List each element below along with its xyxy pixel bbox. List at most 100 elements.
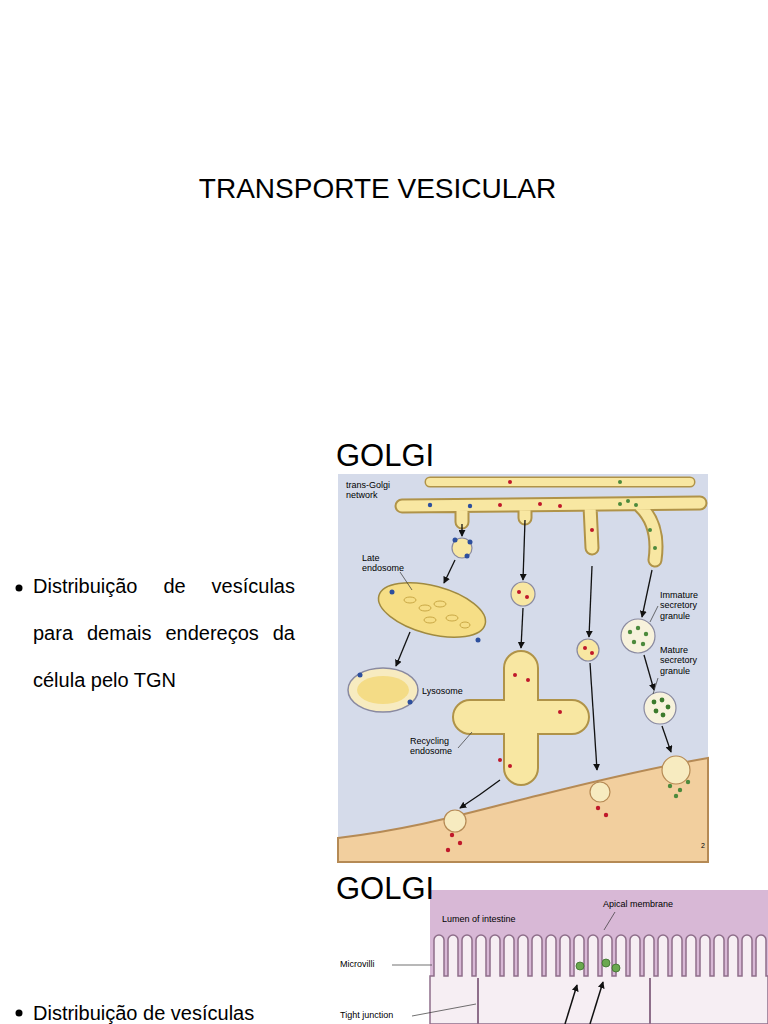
- art-shape: [590, 528, 594, 532]
- art-shape: [618, 480, 622, 484]
- art-shape: [446, 615, 458, 621]
- section-heading: GOLGI: [336, 870, 434, 907]
- art-shape: [653, 678, 658, 694]
- page-number: 2: [701, 842, 705, 850]
- art-shape: [604, 912, 615, 930]
- microvilli-shape: [430, 935, 768, 1024]
- art-shape: [521, 608, 523, 648]
- art-shape: [523, 520, 525, 580]
- art-shape: [470, 668, 572, 768]
- art-shape: [392, 965, 432, 966]
- art-shape: [412, 1004, 476, 1016]
- art-shape: [357, 676, 409, 704]
- art-shape: [511, 582, 535, 606]
- part-label: trans-Golgi network: [346, 480, 398, 501]
- part-label: Mature secretory granule: [660, 645, 706, 676]
- art-shape: [396, 520, 671, 808]
- art-shape: [390, 590, 395, 595]
- art-shape: [508, 480, 512, 484]
- art-shape: [517, 590, 521, 594]
- part-label: Immature secretory granule: [660, 590, 706, 621]
- art-shape: [538, 502, 542, 506]
- slide-title: TRANSPORTE VESICULAR: [0, 172, 755, 206]
- art-shape: [458, 732, 472, 748]
- art-shape: [590, 982, 603, 1024]
- art-shape: [460, 780, 500, 808]
- part-label: Lysosome: [422, 686, 463, 696]
- art-shape: [626, 499, 630, 503]
- art-shape: [650, 606, 658, 622]
- art-shape: [644, 692, 676, 724]
- golgi-illustration: [338, 474, 708, 862]
- art-shape: [444, 560, 455, 583]
- art-shape: [583, 646, 587, 650]
- art-shape: [338, 474, 708, 862]
- art-shape: [590, 663, 597, 770]
- art-shape: [468, 504, 472, 508]
- section-heading: GOLGI: [336, 437, 434, 474]
- art-shape: [428, 503, 432, 507]
- art-shape: [434, 601, 446, 607]
- part-label: Tight junction: [340, 1010, 393, 1020]
- art-shape: [526, 678, 530, 682]
- art-shape: [668, 784, 672, 788]
- art-shape: [444, 810, 466, 832]
- art-shape: [618, 502, 622, 506]
- art-shape: [430, 477, 690, 488]
- art-shape: [400, 572, 412, 590]
- part-label: Lumen of intestine: [442, 914, 516, 924]
- art-shape: [478, 978, 650, 1024]
- art-shape: [644, 655, 654, 690]
- art-shape: [589, 566, 592, 637]
- art-shape: [666, 705, 671, 710]
- art-shape: [634, 503, 638, 507]
- art-shape: [636, 626, 640, 630]
- art-shape: [662, 756, 690, 784]
- art-shape: [452, 538, 472, 558]
- part-label: Microvilli: [340, 959, 375, 969]
- epithelium-illustration: [392, 890, 768, 1024]
- art-shape: [468, 540, 473, 545]
- art-shape: [508, 764, 512, 768]
- part-label: Late endosome: [362, 553, 408, 574]
- art-shape: [470, 668, 572, 768]
- microvilli-shape: [430, 935, 768, 1024]
- art-shape: [602, 959, 610, 967]
- art-shape: [577, 639, 599, 661]
- art-shape: [652, 700, 657, 705]
- art-shape: [596, 806, 600, 810]
- art-shape: [430, 478, 690, 486]
- art-shape: [653, 546, 657, 550]
- art-shape: [424, 617, 436, 623]
- art-shape: [576, 962, 584, 970]
- art-shape: [461, 524, 462, 536]
- art-shape: [419, 605, 431, 611]
- art-shape: [648, 528, 652, 532]
- art-shape: [558, 504, 562, 508]
- art-shape: [642, 570, 652, 617]
- art-shape: [460, 622, 470, 628]
- art-shape: [661, 713, 666, 718]
- part-label: Recycling endosome: [410, 736, 458, 757]
- art-shape: [632, 640, 636, 644]
- art-shape: [498, 503, 502, 507]
- art-shape: [558, 710, 562, 714]
- art-shape: [590, 782, 610, 802]
- art-shape: [348, 668, 418, 712]
- art-shape: [430, 890, 768, 1024]
- art-shape: [686, 780, 690, 784]
- art-shape: [565, 982, 603, 1024]
- art-shape: [402, 503, 700, 560]
- art-shape: [641, 642, 645, 646]
- art-shape: [400, 572, 658, 748]
- art-shape: [644, 632, 648, 636]
- art-shape: [660, 698, 665, 703]
- art-shape: [446, 848, 450, 852]
- art-shape: [453, 538, 458, 543]
- art-shape: [402, 503, 700, 560]
- art-shape: [621, 619, 655, 653]
- art-shape: [404, 597, 416, 603]
- art-shape: [450, 833, 454, 837]
- art-shape: [604, 813, 608, 817]
- bullet-text: Distribuição de vesículas: [33, 1002, 295, 1024]
